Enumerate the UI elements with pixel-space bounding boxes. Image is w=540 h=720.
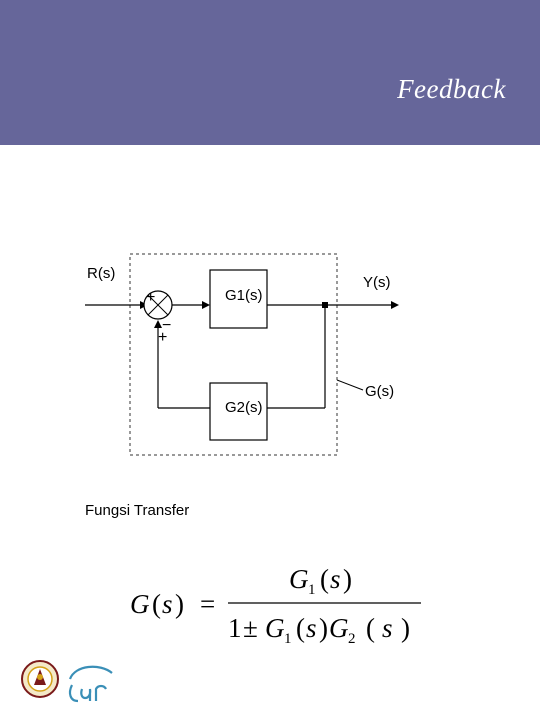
university-seal-logo xyxy=(21,660,59,698)
den-close-paren-1: ) xyxy=(319,613,328,643)
input-label: R(s) xyxy=(87,265,115,282)
num-sub: 1 xyxy=(308,582,316,598)
system-label-leader xyxy=(336,379,364,391)
block-g1-label: G1(s) xyxy=(225,287,263,304)
system-boundary xyxy=(129,253,338,456)
system-label: G(s) xyxy=(365,383,394,400)
lhs-s: s xyxy=(162,589,173,619)
logos xyxy=(21,660,113,703)
den-close-paren-2: ) xyxy=(401,613,410,643)
sum-sign-feedback: + xyxy=(158,329,167,346)
num-open-paren: ( xyxy=(320,564,329,594)
den-sub2: 2 xyxy=(348,631,356,647)
car-logo xyxy=(68,665,113,703)
lhs-close-paren: ) xyxy=(175,589,184,619)
den-open-paren-2: ( xyxy=(366,613,375,643)
output-label: Y(s) xyxy=(363,274,391,291)
equals-sign: = xyxy=(200,589,215,619)
summing-junction-cross-2 xyxy=(147,294,169,316)
transfer-function-formula: G ( s ) = G 1 ( s ) 1 ± G 1 ( s ) G 2 ( … xyxy=(130,564,421,647)
den-one: 1 xyxy=(228,613,242,643)
den-s1: s xyxy=(306,613,317,643)
den-g2: G xyxy=(329,613,349,643)
output-arrowhead xyxy=(391,301,399,309)
transfer-function-caption: Fungsi Transfer xyxy=(85,502,190,519)
den-s2: s xyxy=(382,613,393,643)
den-plus-minus: ± xyxy=(243,613,258,643)
den-open-paren-1: ( xyxy=(296,613,305,643)
block-g2 xyxy=(209,382,268,441)
forward-arrowhead-1 xyxy=(202,301,210,309)
title-banner: Feedback xyxy=(0,0,540,145)
num-s: s xyxy=(330,564,341,594)
num-g: G xyxy=(289,564,309,594)
den-g1: G xyxy=(265,613,285,643)
lhs-g: G xyxy=(130,589,150,619)
block-g2-label: G2(s) xyxy=(225,399,263,416)
num-close-paren: ) xyxy=(343,564,352,594)
sum-sign-plus: + xyxy=(146,289,155,306)
den-sub1: 1 xyxy=(284,631,292,647)
lhs-open-paren: ( xyxy=(152,589,161,619)
block-g1 xyxy=(209,269,268,329)
slide-title: Feedback xyxy=(397,74,506,104)
sum-sign-minus: − xyxy=(162,317,171,334)
feedback-arrowhead xyxy=(154,320,162,328)
